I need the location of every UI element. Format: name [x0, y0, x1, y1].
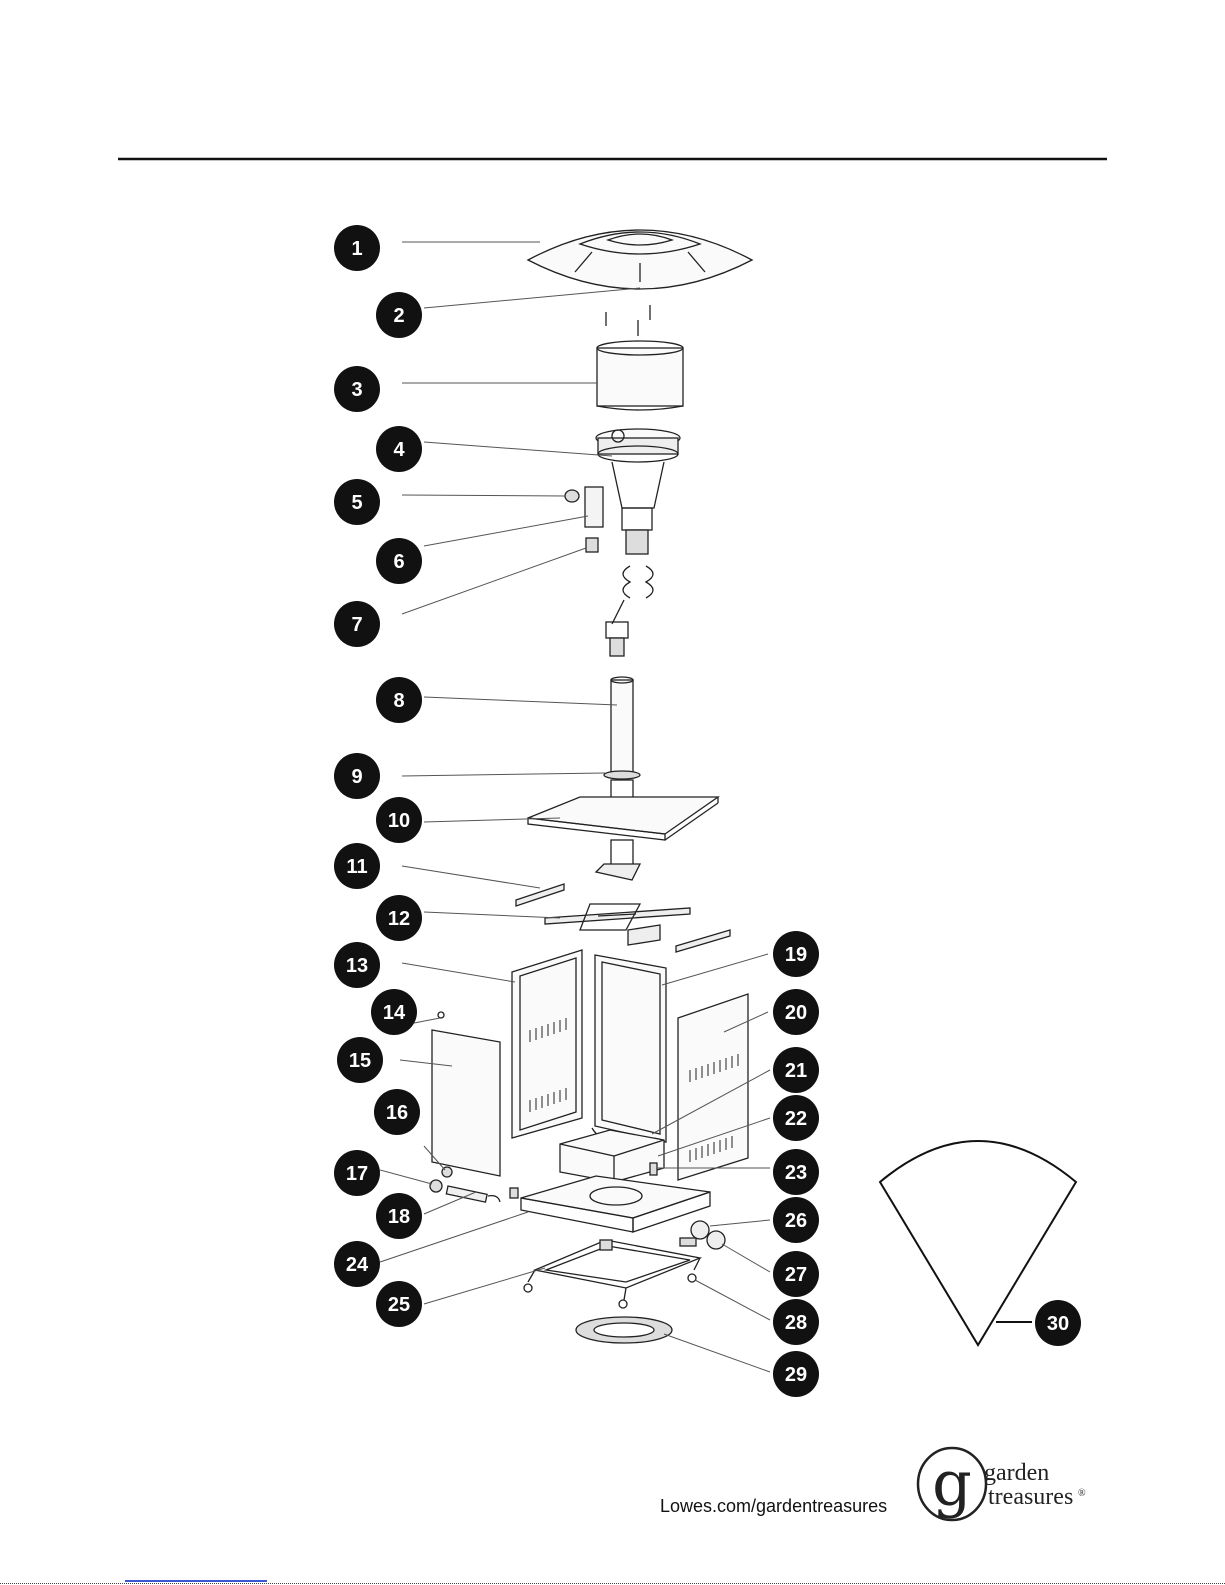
callout-13: 13	[334, 942, 380, 988]
callout-number: 22	[785, 1108, 807, 1130]
callout-17: 17	[334, 1150, 380, 1196]
part-reflector-hood	[528, 230, 752, 289]
callout-3: 3	[334, 366, 380, 412]
callout-number: 29	[785, 1364, 807, 1386]
callout-number: 15	[349, 1050, 371, 1072]
callout-24: 24	[334, 1241, 380, 1287]
callout-number: 25	[388, 1294, 410, 1316]
callout-number: 14	[383, 1002, 406, 1024]
callout-number: 1	[351, 238, 362, 260]
callout-16: 16	[374, 1089, 420, 1135]
callout-19: 19	[773, 931, 819, 977]
callout-number: 13	[346, 955, 368, 977]
callout-21: 21	[773, 1047, 819, 1093]
callout-number: 17	[346, 1163, 368, 1185]
callout-number: 6	[393, 551, 404, 573]
logo-word-garden: garden	[984, 1460, 1049, 1486]
callout-18: 18	[376, 1193, 422, 1239]
part-trim-ring	[604, 771, 640, 779]
part-cylinder-screen	[597, 341, 683, 410]
callout-number: 19	[785, 944, 807, 966]
garden-treasures-logo: g garden treasures ®	[918, 1447, 1086, 1520]
callout-1: 1	[334, 225, 380, 271]
callout-number: 21	[785, 1060, 807, 1082]
part-regulator	[430, 1167, 518, 1202]
callout-23: 23	[773, 1149, 819, 1195]
callout-number: 26	[785, 1210, 807, 1232]
callout-14: 14	[371, 989, 417, 1035]
bottom-dotted-rule	[0, 1583, 1225, 1584]
callout-9: 9	[334, 753, 380, 799]
callout-2: 2	[376, 292, 422, 338]
part-kick-plate	[560, 1130, 664, 1182]
callout-number: 28	[785, 1312, 807, 1334]
part-mount-bracket	[585, 487, 603, 527]
logo-registered-mark: ®	[1078, 1488, 1086, 1499]
part-right-panel	[678, 994, 748, 1180]
callout-number: 4	[393, 439, 405, 461]
part-table-top	[528, 780, 718, 880]
part-burner-assembly	[596, 429, 680, 656]
callout-4: 4	[376, 426, 422, 472]
part-screw	[438, 1012, 444, 1018]
callout-15: 15	[337, 1037, 383, 1083]
callout-29: 29	[773, 1351, 819, 1397]
callout-number: 23	[785, 1162, 807, 1184]
callout-number: 11	[346, 856, 367, 878]
callout-number: 5	[351, 492, 362, 514]
part-pins	[606, 305, 650, 336]
logo-word-treasures: treasures	[988, 1484, 1073, 1510]
parts-drawing	[430, 230, 1076, 1345]
callout-number: 24	[346, 1254, 369, 1276]
callout-28: 28	[773, 1299, 819, 1345]
part-left-panel	[512, 950, 582, 1138]
callout-6: 6	[376, 538, 422, 584]
callout-26: 26	[773, 1197, 819, 1243]
callout-number: 27	[785, 1264, 807, 1286]
part-igniter	[586, 538, 598, 552]
callout-27: 27	[773, 1251, 819, 1297]
part-door-panel	[595, 955, 666, 1142]
callout-number: 12	[388, 908, 410, 930]
callout-number: 9	[351, 766, 362, 788]
callout-7: 7	[334, 601, 380, 647]
callout-10: 10	[376, 797, 422, 843]
part-front-panel	[432, 1030, 500, 1176]
part-base-ring	[576, 1317, 672, 1343]
callout-30: 30	[1035, 1300, 1081, 1346]
part-control-knob	[565, 490, 579, 502]
footer-url[interactable]: Lowes.com/gardentreasures	[660, 1496, 887, 1517]
callout-22: 22	[773, 1095, 819, 1141]
part-post-pipe	[611, 677, 633, 772]
logo-monogram: g	[932, 1447, 972, 1520]
callout-number: 16	[386, 1102, 408, 1124]
bottom-link-underline	[125, 1580, 267, 1582]
callout-number: 7	[351, 614, 362, 636]
callout-11: 11	[334, 843, 380, 889]
callout-number: 3	[351, 379, 362, 401]
part-base-plate	[521, 1176, 710, 1232]
part-side-rail	[516, 884, 564, 906]
callout-number: 2	[393, 305, 404, 327]
callout-12: 12	[376, 895, 422, 941]
callout-20: 20	[773, 989, 819, 1035]
callout-number: 10	[388, 810, 410, 832]
part-cross-frame	[545, 904, 730, 952]
callout-number: 18	[388, 1206, 410, 1228]
callout-8: 8	[376, 677, 422, 723]
callout-number: 30	[1047, 1313, 1069, 1335]
callout-25: 25	[376, 1281, 422, 1327]
callout-number: 8	[393, 690, 404, 712]
callout-number: 20	[785, 1002, 807, 1024]
callout-5: 5	[334, 479, 380, 525]
part-base-frame	[524, 1240, 700, 1308]
part-latch	[650, 1163, 657, 1175]
